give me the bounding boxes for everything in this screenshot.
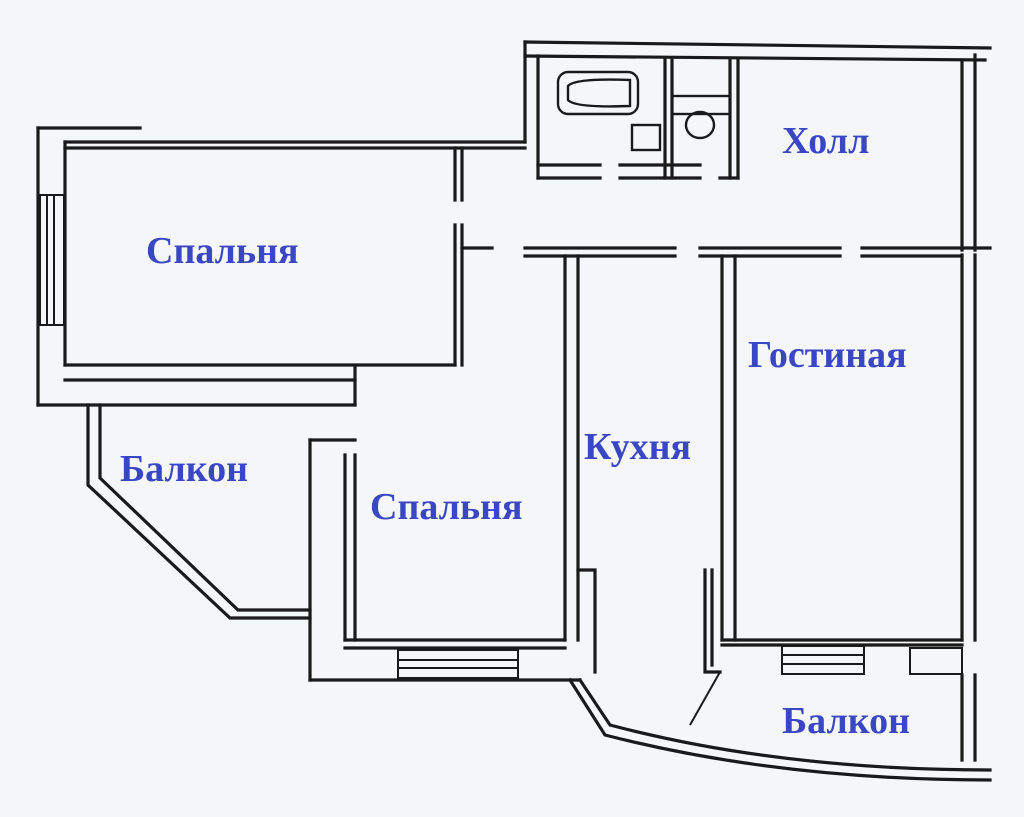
- room-label-bedroom-2: Спальня: [370, 486, 523, 528]
- room-label-kitchen: Кухня: [584, 426, 692, 468]
- room-label-balcony-right: Балкон: [782, 700, 911, 742]
- bathroom-block: [536, 58, 740, 180]
- room-label-hall: Холл: [782, 120, 870, 162]
- room-label-bedroom-1: Спальня: [146, 230, 299, 272]
- balcony-left-outline: [86, 403, 312, 620]
- outer-walls: [36, 40, 992, 762]
- window-bottom-living: [781, 645, 963, 675]
- balcony-right-outline: [567, 671, 992, 782]
- window-bottom-bedroom: [397, 649, 519, 679]
- window-left: [39, 194, 65, 326]
- room-label-living-room: Гостиная: [748, 334, 907, 376]
- interior-walls: [308, 146, 992, 682]
- room-label-balcony-left: Балкон: [120, 448, 249, 490]
